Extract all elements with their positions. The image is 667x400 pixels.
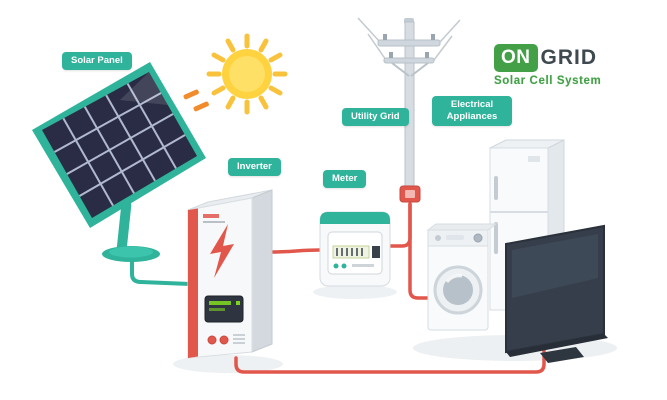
meter-label: Meter [323, 170, 367, 188]
logo: ON GRID Solar Cell System [494, 44, 644, 87]
panel-connector-icon [183, 89, 209, 112]
solar-panel [32, 62, 209, 262]
logo-on-badge: ON [494, 44, 538, 72]
red-wires [234, 202, 546, 374]
inverter-label: Inverter [228, 158, 281, 176]
wire-meter-to-grid [386, 202, 412, 248]
lightning-bolt-icon [210, 224, 234, 278]
wire-inverter-to-meter [268, 248, 322, 254]
wire-grid-to-appliances [408, 202, 434, 300]
utility-pole [357, 17, 461, 203]
sun-icon [206, 33, 288, 115]
logo-subtitle: Solar Cell System [494, 75, 602, 87]
utility-grid-label: Utility Grid [342, 108, 409, 126]
meter-device [319, 211, 391, 287]
tv [505, 224, 608, 363]
wire-panel-to-inverter [130, 248, 192, 286]
logo-grid-text: GRID [540, 46, 597, 69]
washing-machine [426, 223, 498, 331]
wire-inverter-to-tv [234, 320, 546, 374]
electrical-appliances-label: Electrical Appliances [432, 96, 512, 126]
solar-panel-label: Solar Panel [62, 52, 132, 70]
inverter-device [187, 189, 273, 359]
